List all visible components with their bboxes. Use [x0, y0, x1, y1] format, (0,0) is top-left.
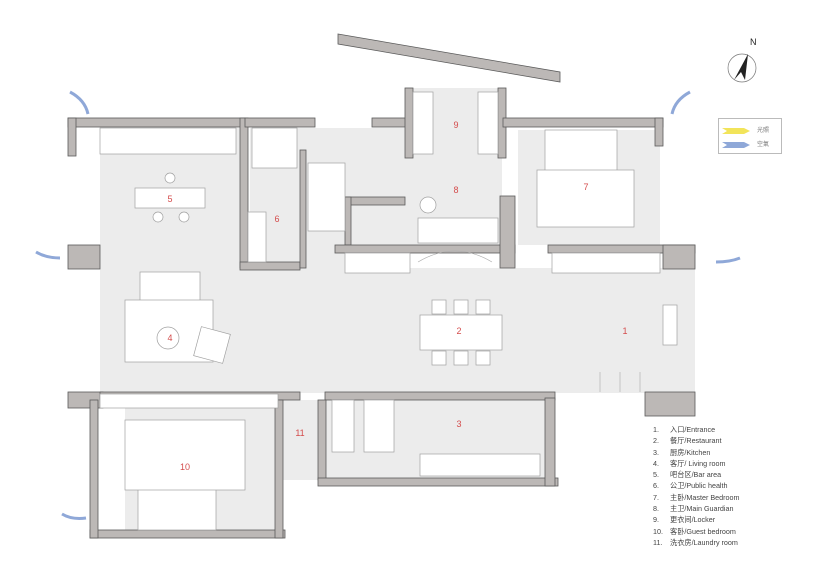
legend-item: 6. 公卫/Public health [653, 480, 740, 491]
light-arrow-icon [722, 128, 750, 134]
legend-item: 11. 洗衣房/Laundry room [653, 537, 740, 548]
walls [67, 87, 696, 539]
legend-label: 客厅/ Living room [670, 458, 726, 468]
air-arrow-icon [69, 90, 90, 115]
legend-num: 9. [653, 515, 659, 525]
compass-icon [727, 53, 757, 83]
legend-item: 9. 更衣间/Locker [653, 514, 740, 525]
legend-num: 3. [653, 447, 659, 457]
legend-item: 1. 入口/Entrance [653, 424, 740, 435]
legend-label: 洗衣房/Laundry room [670, 537, 738, 547]
legend-label: 餐厅/Restaurant [670, 436, 722, 446]
legend-label: 主卫/Main Guardian [670, 504, 734, 514]
legend-item: 10. 客卧/Guest bedroom [653, 526, 740, 537]
furniture [99, 91, 678, 531]
room-number: 2 [456, 326, 461, 336]
legend-item: 7. 主卧/Master Bedroom [653, 492, 740, 503]
room-number: 9 [453, 120, 458, 130]
legend-item: 8. 主卫/Main Guardian [653, 503, 740, 514]
room-number: 1 [622, 326, 627, 336]
legend-label: 入口/Entrance [670, 425, 716, 434]
legend-item: 4. 客厅/ Living room [653, 458, 740, 469]
legend-num: 11. [653, 537, 663, 547]
legend-item: 3. 厨房/Kitchen [653, 447, 740, 458]
legend-num: 4. [653, 458, 659, 468]
legend-item: 2. 餐厅/Restaurant [653, 435, 740, 446]
air-arrow-icon [722, 142, 750, 148]
room-number: 11 [295, 428, 304, 438]
roof-overhang [337, 33, 561, 83]
room-number: 6 [274, 214, 279, 224]
legend-label: 公卫/Public health [670, 481, 728, 491]
legend-num: 7. [653, 492, 659, 502]
key-light-label: 光照 [757, 128, 770, 134]
legend-label: 吧台区/Bar area [670, 470, 722, 480]
room-numbers: 1 2 3 4 5 6 7 8 9 10 11 [167, 120, 627, 472]
air-arrow-icon [715, 256, 741, 264]
legend-label: 厨房/Kitchen [670, 447, 711, 457]
air-arrow-icon [61, 512, 87, 520]
legend-label: 主卧/Master Bedroom [670, 492, 740, 502]
airflow-arrows [35, 90, 741, 520]
legend-num: 8. [653, 504, 659, 514]
legend-label: 更衣间/Locker [670, 515, 716, 525]
air-arrow-icon [670, 90, 691, 115]
legend-num: 6. [653, 481, 659, 491]
legend-num: 10. [653, 526, 663, 536]
legend-num: 1. [653, 425, 659, 434]
compass-label: N [750, 37, 757, 47]
legend-label: 客卧/Guest bedroom [670, 526, 736, 536]
room-number: 10 [180, 462, 190, 472]
room-number: 4 [167, 333, 172, 343]
room-number: 3 [456, 419, 461, 429]
room-number: 7 [583, 182, 588, 192]
arrow-key: 光照 空氣 [718, 118, 782, 154]
key-air-label: 空氣 [757, 142, 770, 148]
legend-num: 2. [653, 436, 659, 446]
room-number: 8 [453, 185, 458, 195]
legend-num: 5. [653, 470, 659, 480]
legend-item: 5. 吧台区/Bar area [653, 469, 740, 480]
room-legend: 1. 入口/Entrance 2. 餐厅/Restaurant 3. 厨房/Kitch… [653, 424, 740, 548]
room-number: 5 [167, 194, 172, 204]
air-arrow-icon [35, 250, 61, 260]
